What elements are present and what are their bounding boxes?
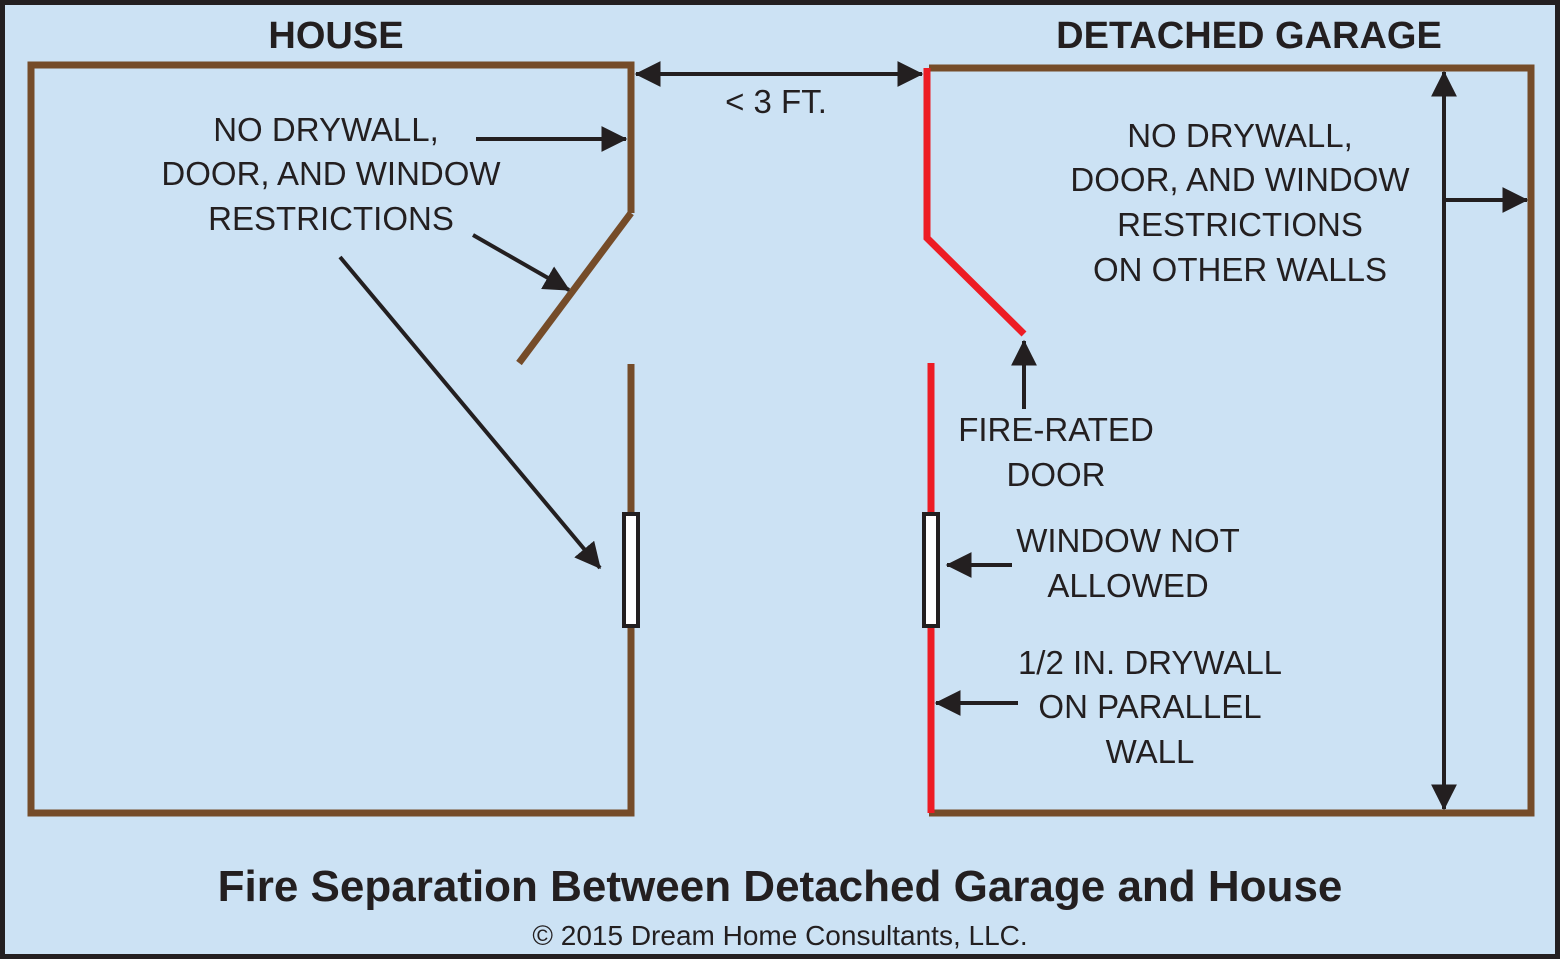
garage-window xyxy=(922,512,940,628)
garage-restrictions-line: RESTRICTIONS xyxy=(1117,206,1363,243)
fire-rated-door-line: FIRE-RATED xyxy=(958,411,1154,448)
garage-restrictions-label: NO DRYWALL, DOOR, AND WINDOW RESTRICTION… xyxy=(1070,117,1410,288)
house-arrow-to-window xyxy=(338,255,602,570)
house-wall-angled xyxy=(516,210,634,366)
drywall-parallel-line: ON PARALLEL xyxy=(1038,688,1261,725)
garage-restrictions-line: DOOR, AND WINDOW xyxy=(1070,161,1410,198)
house-wall-main xyxy=(27,61,635,817)
house-restrictions-label: NO DRYWALL, DOOR, AND WINDOW RESTRICTION… xyxy=(161,111,501,237)
house-arrow-to-angled-wall xyxy=(472,233,571,292)
drywall-parallel-line: 1/2 IN. DRYWALL xyxy=(1018,644,1282,681)
garage-fire-wall-upper xyxy=(923,68,1027,337)
fire-rated-door-line: DOOR xyxy=(1007,456,1106,493)
house-walls xyxy=(27,61,635,817)
house-heading: HOUSE xyxy=(268,15,403,57)
garage-restrictions-line: NO DRYWALL, xyxy=(1127,117,1353,154)
drywall-parallel-line: WALL xyxy=(1106,733,1195,770)
garage-wall-brown xyxy=(929,64,1535,817)
copyright-notice: © 2015 Dream Home Consultants, LLC. xyxy=(532,920,1027,951)
house-restrictions-line: NO DRYWALL, xyxy=(213,111,439,148)
window-not-allowed-line: ALLOWED xyxy=(1047,567,1208,604)
diagram-title: Fire Separation Between Detached Garage … xyxy=(218,862,1343,911)
drywall-parallel-label: 1/2 IN. DRYWALL ON PARALLEL WALL xyxy=(1018,644,1282,770)
house-window xyxy=(622,512,640,628)
distance-label: < 3 FT. xyxy=(725,83,827,120)
garage-restrictions-line: ON OTHER WALLS xyxy=(1093,251,1387,288)
garage-heading: DETACHED GARAGE xyxy=(1056,15,1442,57)
house-restrictions-line: RESTRICTIONS xyxy=(208,200,454,237)
garage-walls xyxy=(923,64,1535,817)
arrows xyxy=(338,61,1529,811)
fire-rated-door-label: FIRE-RATED DOOR xyxy=(958,411,1154,493)
window-not-allowed-line: WINDOW NOT xyxy=(1016,522,1240,559)
window-not-allowed-label: WINDOW NOT ALLOWED xyxy=(1016,522,1240,604)
house-restrictions-line: DOOR, AND WINDOW xyxy=(161,155,501,192)
